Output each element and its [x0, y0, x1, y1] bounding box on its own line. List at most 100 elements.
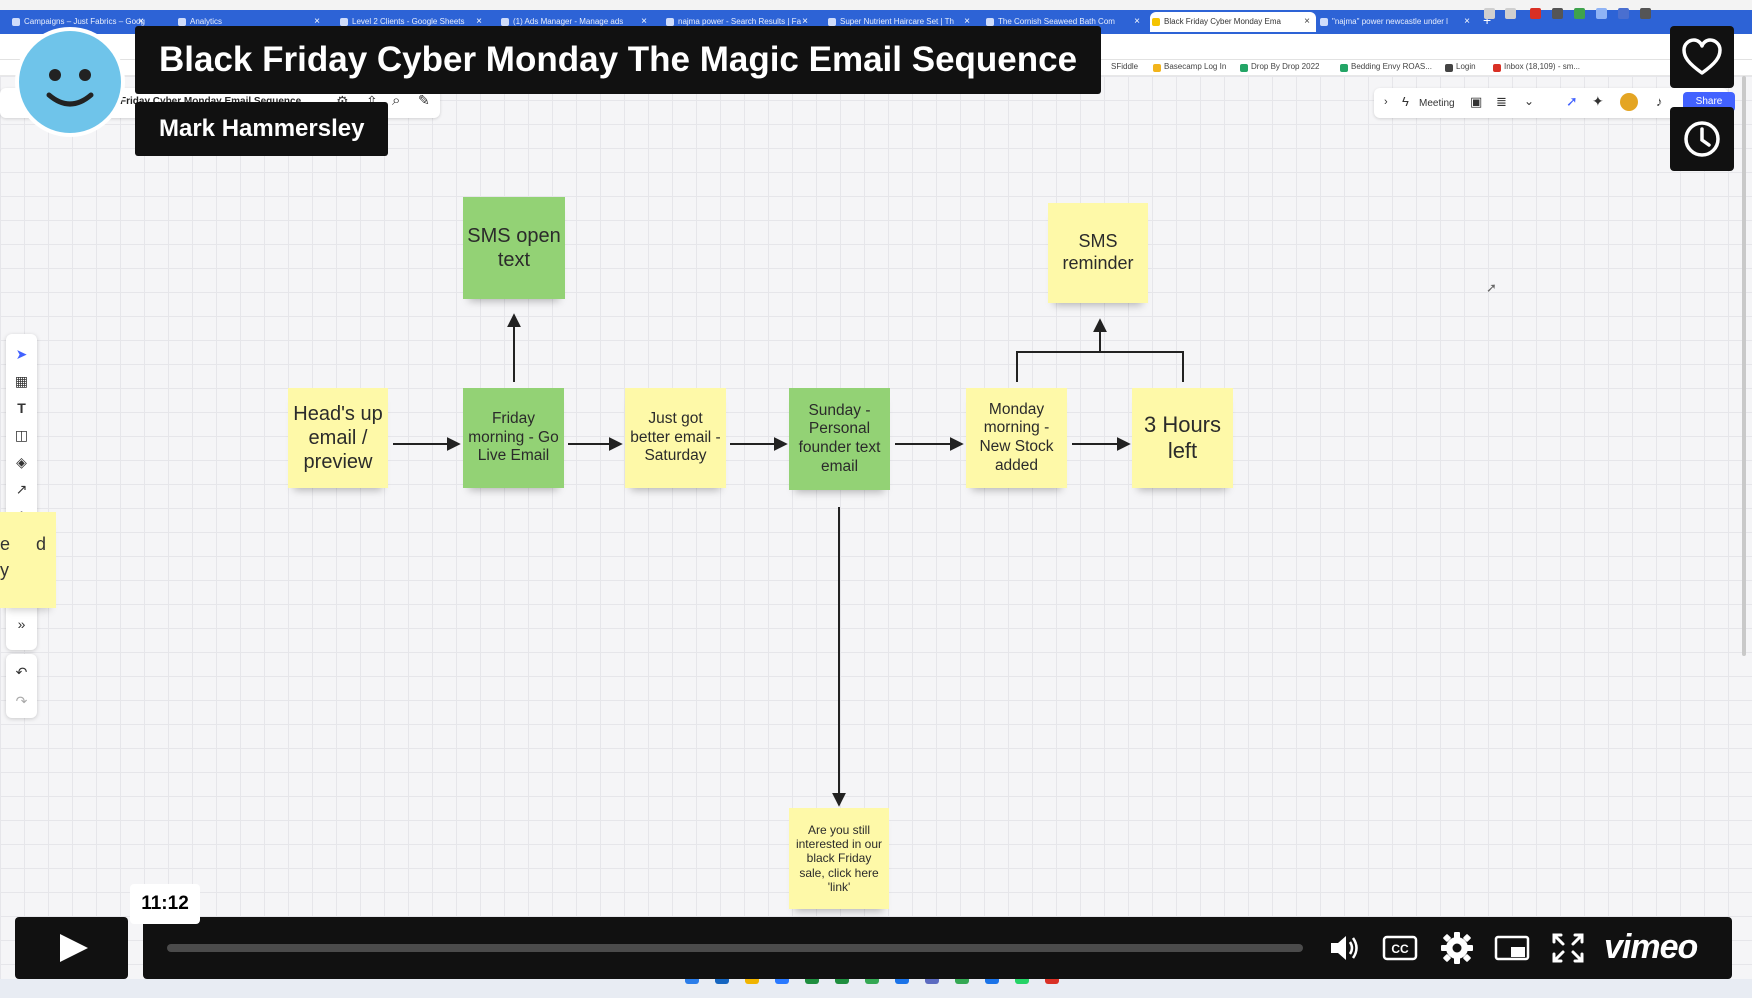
tab-favicon-icon: [501, 18, 509, 26]
puzzle-icon[interactable]: [1640, 8, 1651, 19]
vimeo-logo[interactable]: vimeo: [1604, 928, 1698, 966]
browser-tab[interactable]: Campaigns – Just Fabrics – Goog×: [10, 12, 150, 32]
elbow-connector: [1016, 351, 1184, 382]
tab-close-icon[interactable]: ×: [1304, 16, 1310, 27]
browser-tab[interactable]: Super Nutrient Haircare Set | Th×: [826, 12, 976, 32]
tab-favicon-icon: [178, 18, 186, 26]
expand-chevron-icon[interactable]: ›: [1384, 96, 1388, 108]
sticky-sms-open-text[interactable]: SMS open text: [463, 197, 565, 299]
sticky-friday-morning-email[interactable]: Friday morning - Go Live Email: [463, 388, 564, 488]
tab-favicon-icon: [340, 18, 348, 26]
board-name[interactable]: Friday Cyber Monday Email Sequence: [120, 96, 301, 107]
login-icon: [1445, 64, 1453, 72]
sticky-note-tool-icon[interactable]: ◫: [14, 427, 29, 443]
sticky-heads-up-email[interactable]: Head's up email / preview: [288, 388, 388, 488]
browser-tab[interactable]: Analytics×: [176, 12, 326, 32]
svg-text:CC: CC: [1391, 942, 1409, 956]
sticky-just-got-better-email[interactable]: Just got better email - Saturday: [625, 388, 726, 488]
text-tool-icon[interactable]: T: [17, 400, 26, 416]
notes-icon[interactable]: ≣: [1496, 94, 1507, 109]
undo-icon[interactable]: ↶: [15, 664, 28, 680]
select-tool-icon[interactable]: ➤: [15, 346, 28, 362]
bookmark-item[interactable]: SFiddle: [1111, 62, 1139, 71]
new-tab-button[interactable]: +: [1483, 12, 1492, 28]
redo-icon[interactable]: ↷: [15, 693, 28, 709]
sticky-still-interested[interactable]: Are you still interested in our black Fr…: [789, 808, 889, 909]
shapes-tool-icon[interactable]: ◈: [16, 454, 27, 470]
more-chevron-icon[interactable]: ⌄: [1524, 94, 1535, 108]
extension-icon[interactable]: [1596, 8, 1607, 19]
video-title[interactable]: Black Friday Cyber Monday The Magic Emai…: [135, 26, 1102, 94]
picture-in-picture-icon[interactable]: [1492, 929, 1532, 967]
tab-close-icon[interactable]: ×: [1464, 16, 1470, 27]
tab-favicon-icon: [828, 18, 836, 26]
sticky-sms-reminder[interactable]: SMS reminder: [1048, 203, 1148, 303]
board-top-right-toolbar: [1374, 88, 1728, 118]
search-icon[interactable]: ⌕: [392, 92, 401, 109]
fullscreen-icon[interactable]: [1548, 929, 1588, 967]
notification-bell-icon[interactable]: ♪: [1656, 94, 1663, 109]
heart-icon: [1682, 38, 1722, 75]
meeting-button[interactable]: Meeting: [1419, 98, 1455, 109]
bookmark-item[interactable]: Login: [1445, 62, 1476, 72]
tab-close-icon[interactable]: ×: [964, 16, 970, 27]
sticky-monday-morning-email[interactable]: Monday morning - New Stock added: [966, 388, 1067, 488]
bookmark-item[interactable]: Drop By Drop 2022: [1240, 62, 1319, 72]
settings-gear-icon[interactable]: [1437, 929, 1477, 967]
extension-icon[interactable]: [1574, 8, 1585, 19]
present-icon[interactable]: ▣: [1470, 94, 1483, 109]
page-scrollbar[interactable]: [1742, 76, 1746, 656]
more-tools-icon[interactable]: »: [17, 616, 26, 632]
browser-tab[interactable]: "najma" power newcastle under l×: [1318, 12, 1476, 32]
browser-tab[interactable]: The Cornish Seaweed Bath Com×: [984, 12, 1146, 32]
connection-line-tool-icon[interactable]: ↗: [15, 481, 28, 497]
closed-captions-icon[interactable]: CC: [1380, 929, 1420, 967]
extension-icon[interactable]: [1552, 8, 1563, 19]
basecamp-icon: [1153, 64, 1161, 72]
sticky-three-hours-left[interactable]: 3 Hours left: [1132, 388, 1233, 488]
cursor-ai-icon[interactable]: ✎: [418, 92, 430, 108]
upload-icon[interactable]: ⇧: [366, 93, 378, 109]
sticky-note-partial[interactable]: e y d: [0, 512, 56, 608]
play-button[interactable]: [15, 917, 128, 979]
bookmark-item[interactable]: Basecamp Log In: [1153, 62, 1226, 72]
smiley-face-icon: [19, 31, 121, 133]
watch-later-button[interactable]: [1670, 107, 1734, 171]
like-button[interactable]: [1670, 26, 1734, 88]
browser-tab[interactable]: najma power - Search Results | Fa×: [664, 12, 814, 32]
tab-close-icon[interactable]: ×: [1134, 16, 1140, 27]
tab-close-icon[interactable]: ×: [476, 16, 482, 27]
browser-tab[interactable]: Level 2 Clients - Google Sheets×: [338, 12, 488, 32]
tab-favicon-icon: [1152, 18, 1160, 26]
share-page-icon[interactable]: [1484, 8, 1495, 19]
lightning-icon[interactable]: ϟ: [1402, 94, 1409, 109]
tab-close-icon[interactable]: ×: [138, 16, 144, 27]
tab-close-icon[interactable]: ×: [641, 16, 647, 27]
volume-icon[interactable]: [1325, 929, 1365, 967]
tab-close-icon[interactable]: ×: [314, 16, 320, 27]
bookmark-star-icon[interactable]: [1505, 8, 1516, 19]
extension-icon[interactable]: [1530, 8, 1541, 19]
tab-close-icon[interactable]: ×: [802, 16, 808, 27]
extension-icon[interactable]: [1618, 8, 1629, 19]
time-tooltip: 11:12: [130, 884, 200, 924]
reactions-icon[interactable]: ✦: [1592, 93, 1604, 109]
bookmark-item[interactable]: Inbox (18,109) - sm...: [1493, 62, 1580, 72]
sheets-icon: [1240, 64, 1248, 72]
os-taskbar: [0, 979, 1752, 998]
user-avatar[interactable]: [1620, 93, 1638, 111]
play-icon: [60, 934, 88, 962]
tab-favicon-icon: [12, 18, 20, 26]
progress-bar[interactable]: [167, 944, 1303, 952]
cursor-flag-icon[interactable]: ➚: [1566, 93, 1578, 109]
browser-tab-active[interactable]: Black Friday Cyber Monday Ema×: [1150, 12, 1316, 32]
smiley-face-icon: [46, 69, 94, 107]
mouse-cursor-icon: ➚: [1486, 280, 1497, 295]
browser-tab[interactable]: (1) Ads Manager - Manage ads×: [499, 12, 653, 32]
sticky-sunday-founder-email[interactable]: Sunday - Personal founder text email: [789, 388, 890, 490]
templates-tool-icon[interactable]: ▦: [14, 373, 29, 389]
clock-icon: [1684, 121, 1720, 157]
video-author[interactable]: Mark Hammersley: [135, 102, 389, 156]
bookmark-item[interactable]: Bedding Envy ROAS...: [1340, 62, 1432, 72]
